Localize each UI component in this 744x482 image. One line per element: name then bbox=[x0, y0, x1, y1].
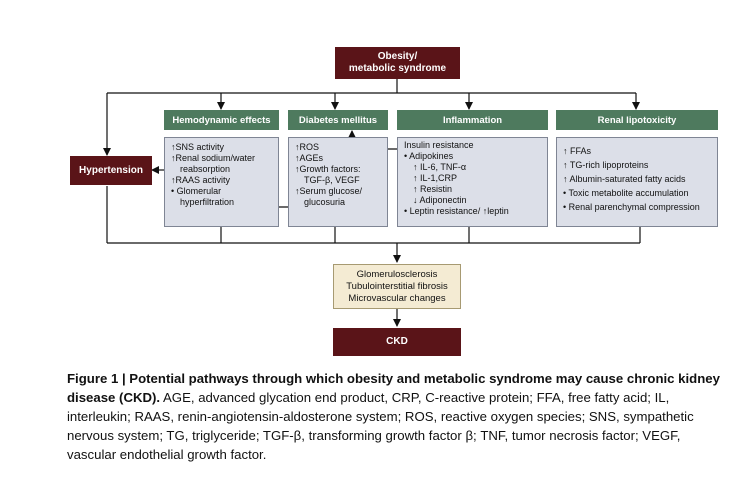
outcome-2: Tubulointerstitial fibrosis bbox=[346, 281, 448, 292]
header-inflammation: Inflammation bbox=[397, 110, 548, 130]
hemo-item-2: ↑Renal sodium/water bbox=[171, 153, 256, 163]
ckd-node: CKD bbox=[333, 328, 461, 356]
renal-item-4: • Toxic metabolite accumulation bbox=[563, 188, 689, 198]
header-diabetes: Diabetes mellitus bbox=[288, 110, 388, 130]
infl-item-3: ↑ IL-6, TNF-α bbox=[413, 162, 467, 172]
infl-item-2: • Adipokines bbox=[404, 151, 454, 161]
outcome-3: Microvascular changes bbox=[348, 293, 446, 304]
hypertension-label: Hypertension bbox=[79, 164, 143, 176]
renal-item-3: ↑ Albumin-saturated fatty acids bbox=[563, 174, 686, 184]
header-renal: Renal lipotoxicity bbox=[556, 110, 718, 130]
obesity-line-2: metabolic syndrome bbox=[348, 63, 447, 74]
infl-item-6: ↓ Adiponectin bbox=[413, 195, 467, 205]
header-renal-label: Renal lipotoxicity bbox=[597, 114, 677, 126]
renal-item-2: ↑ TG-rich lipoproteins bbox=[563, 160, 649, 170]
hemo-item-4: ↑RAAS activity bbox=[171, 175, 231, 185]
caption-label: Figure 1 | Potential pathways through wh… bbox=[67, 371, 720, 405]
hypertension-node: Hypertension bbox=[70, 156, 152, 185]
diab-item-4: TGF-β, VEGF bbox=[304, 175, 360, 185]
renal-item-1: ↑ FFAs bbox=[563, 146, 592, 156]
hemo-item-5: • Glomerular bbox=[171, 186, 222, 196]
diab-item-6: glucosuria bbox=[304, 197, 346, 207]
infl-item-1: Insulin resistance bbox=[404, 140, 474, 150]
header-inflammation-label: Inflammation bbox=[442, 114, 503, 126]
renal-item-5: • Renal parenchymal compression bbox=[563, 202, 700, 212]
header-hemodynamic-label: Hemodynamic effects bbox=[172, 114, 271, 126]
header-diabetes-label: Diabetes mellitus bbox=[298, 114, 378, 126]
header-hemodynamic: Hemodynamic effects bbox=[164, 110, 279, 130]
panel-hemodynamic: ↑SNS activity ↑Renal sodium/water reabso… bbox=[164, 137, 279, 227]
ckd-label: CKD bbox=[386, 336, 408, 347]
outcome-1: Glomerulosclerosis bbox=[356, 269, 438, 280]
outcomes-node: Glomerulosclerosis Tubulointerstitial fi… bbox=[333, 264, 461, 309]
infl-item-5: ↑ Resistin bbox=[413, 184, 453, 194]
diab-item-3: ↑Growth factors: bbox=[295, 164, 361, 174]
infl-item-4: ↑ IL-1,CRP bbox=[413, 173, 458, 183]
diab-item-1: ↑ROS bbox=[295, 142, 320, 152]
diab-item-5: ↑Serum glucose/ bbox=[295, 186, 363, 196]
hemo-item-6: hyperfiltration bbox=[180, 197, 235, 207]
hemo-item-3: reabsorption bbox=[180, 164, 231, 174]
panel-inflammation: Insulin resistance • Adipokines ↑ IL-6, … bbox=[397, 137, 548, 227]
diab-item-2: ↑AGEs bbox=[295, 153, 324, 163]
infl-item-7: • Leptin resistance/ ↑leptin bbox=[404, 206, 509, 216]
hemo-item-1: ↑SNS activity bbox=[171, 142, 225, 152]
obesity-node: Obesity/ metabolic syndrome bbox=[335, 47, 460, 79]
figure-caption: Figure 1 | Potential pathways through wh… bbox=[67, 369, 729, 464]
panel-diabetes: ↑ROS ↑AGEs ↑Growth factors: TGF-β, VEGF … bbox=[288, 137, 388, 227]
obesity-line-1: Obesity/ bbox=[377, 51, 418, 62]
caption-text: AGE, advanced glycation end product, CRP… bbox=[67, 390, 694, 462]
panel-renal: ↑ FFAs ↑ TG-rich lipoproteins ↑ Albumin-… bbox=[556, 137, 718, 227]
